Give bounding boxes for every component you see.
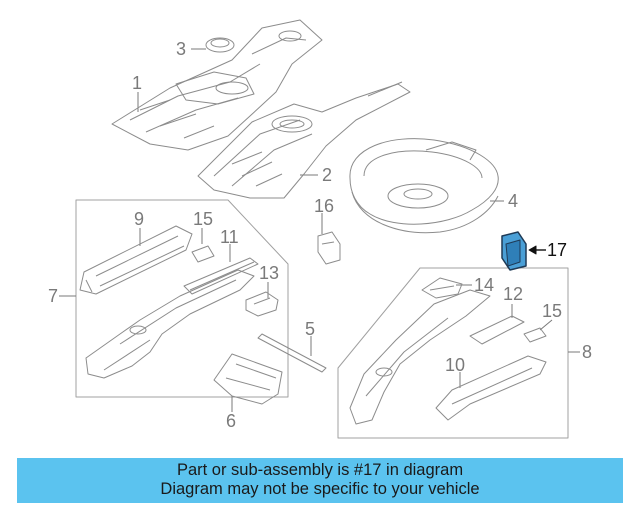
callout-15-right: 15 <box>542 301 563 321</box>
part-16-bracket <box>317 231 341 265</box>
part-3-plug <box>205 37 235 53</box>
part-15-plate-left <box>191 245 215 263</box>
part-5-crossbar <box>257 333 327 373</box>
info-banner: Part or sub-assembly is #17 in diagram D… <box>17 458 623 503</box>
part-4-tire-well <box>349 138 499 234</box>
callout-13: 13 <box>259 263 280 283</box>
callout-14: 14 <box>474 275 495 295</box>
callout-6: 6 <box>226 411 237 431</box>
part-6-crossmember <box>213 353 283 405</box>
part-2-rear-floor <box>197 81 411 199</box>
callout-1: 1 <box>132 73 143 93</box>
group-8-frame <box>337 267 569 439</box>
callout-16: 16 <box>314 196 335 216</box>
part-10-rail <box>435 355 547 421</box>
banner-line-2: Diagram may not be specific to your vehi… <box>160 480 480 498</box>
part-13-bracket <box>245 291 279 317</box>
part-12-reinforcement <box>469 315 525 345</box>
callout-9: 9 <box>134 209 145 229</box>
callout-4: 4 <box>508 191 519 211</box>
callout-7: 7 <box>48 286 59 306</box>
callout-17: 17 <box>547 240 568 260</box>
callout-11: 11 <box>220 227 239 247</box>
part-8-frame-rail <box>349 289 491 425</box>
callout-3: 3 <box>176 39 187 59</box>
callout-12: 12 <box>503 284 524 304</box>
part-1-front-floor <box>111 19 323 151</box>
callout-2: 2 <box>322 165 333 185</box>
part-7-frame-rail <box>85 269 255 379</box>
callout-8: 8 <box>582 342 593 362</box>
part-9-rail <box>79 225 193 295</box>
part-14-bracket <box>421 277 463 299</box>
part-11-rail <box>183 257 259 295</box>
callout-15-left: 15 <box>193 209 214 229</box>
part-15-plate-right <box>523 327 547 343</box>
callout-10: 10 <box>445 355 466 375</box>
part-17-bracket-highlight <box>501 231 546 271</box>
banner-line-1: Part or sub-assembly is #17 in diagram <box>176 461 464 479</box>
leader-lines <box>59 48 580 412</box>
group-7-frame <box>75 199 289 398</box>
callout-5: 5 <box>305 319 316 339</box>
